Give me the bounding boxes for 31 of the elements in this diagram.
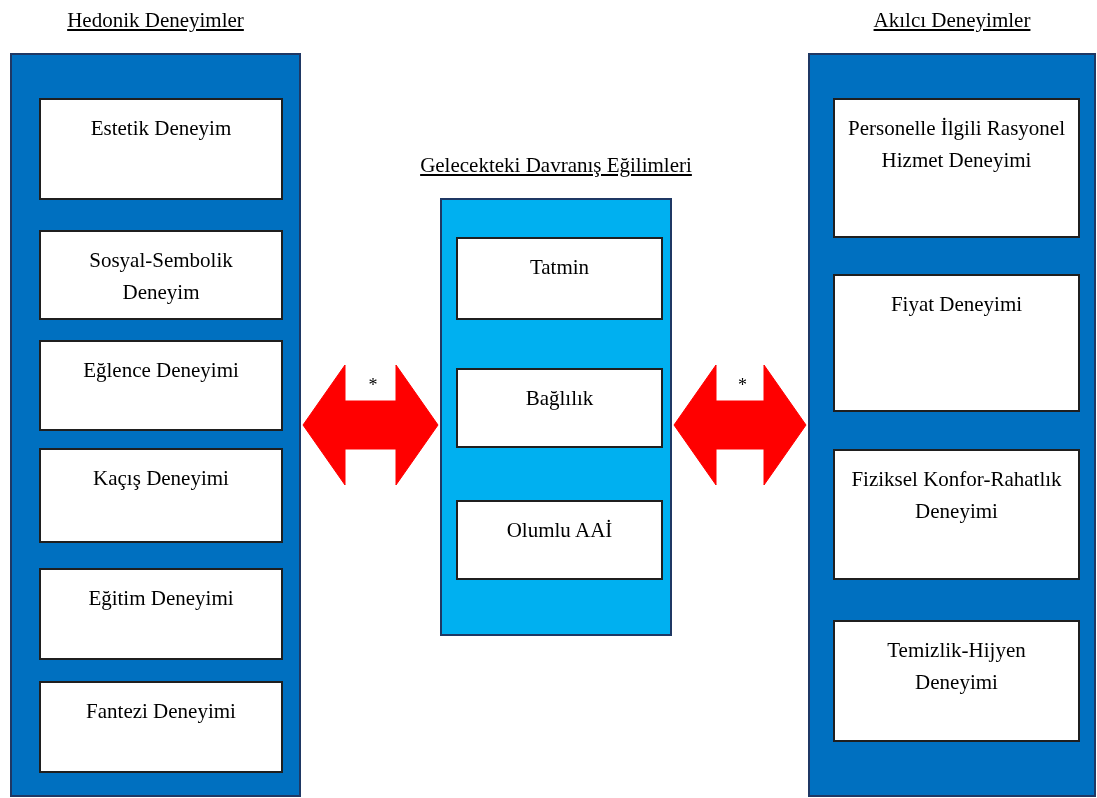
panel-heading: Hedonik Deneyimler bbox=[66, 7, 245, 33]
double-arrow bbox=[302, 364, 439, 486]
item-text: Temizlik-Hijyen Deneyimi bbox=[886, 637, 1027, 696]
item-box bbox=[833, 274, 1080, 412]
item-text: Personelle İlgili Rasyonel Hizmet Deneyimi bbox=[847, 115, 1066, 174]
item-box bbox=[833, 98, 1080, 238]
item-box bbox=[39, 568, 283, 660]
item-box bbox=[39, 98, 283, 200]
item-box bbox=[833, 449, 1080, 580]
item-text: Olumlu AAİ bbox=[506, 517, 613, 544]
item-text: Fantezi Deneyimi bbox=[86, 698, 236, 725]
panel-heading: Akılcı Deneyimler bbox=[872, 7, 1032, 33]
item-text: Tatmin bbox=[529, 254, 590, 281]
item-box bbox=[833, 620, 1080, 742]
panel-heading: Gelecekteki Davranış Eğilimleri bbox=[419, 152, 693, 178]
item-box bbox=[39, 230, 283, 320]
item-text: Sosyal-Sembolik Deneyim bbox=[88, 247, 234, 306]
item-box bbox=[456, 237, 663, 320]
item-text: Eğlence Deneyimi bbox=[83, 357, 239, 384]
item-text: Kaçış Deneyimi bbox=[93, 465, 229, 492]
item-text: Fiyat Deneyimi bbox=[890, 291, 1023, 318]
item-box bbox=[39, 448, 283, 543]
item-text: Bağlılık bbox=[525, 385, 594, 412]
item-text: Fiziksel Konfor-Rahatlık Deneyimi bbox=[850, 466, 1063, 525]
item-box bbox=[456, 368, 663, 448]
item-text: Eğitim Deneyimi bbox=[88, 585, 234, 612]
item-box bbox=[39, 681, 283, 773]
double-arrow bbox=[673, 364, 807, 486]
item-box bbox=[39, 340, 283, 431]
item-box bbox=[456, 500, 663, 580]
item-text: Estetik Deneyim bbox=[90, 115, 232, 142]
